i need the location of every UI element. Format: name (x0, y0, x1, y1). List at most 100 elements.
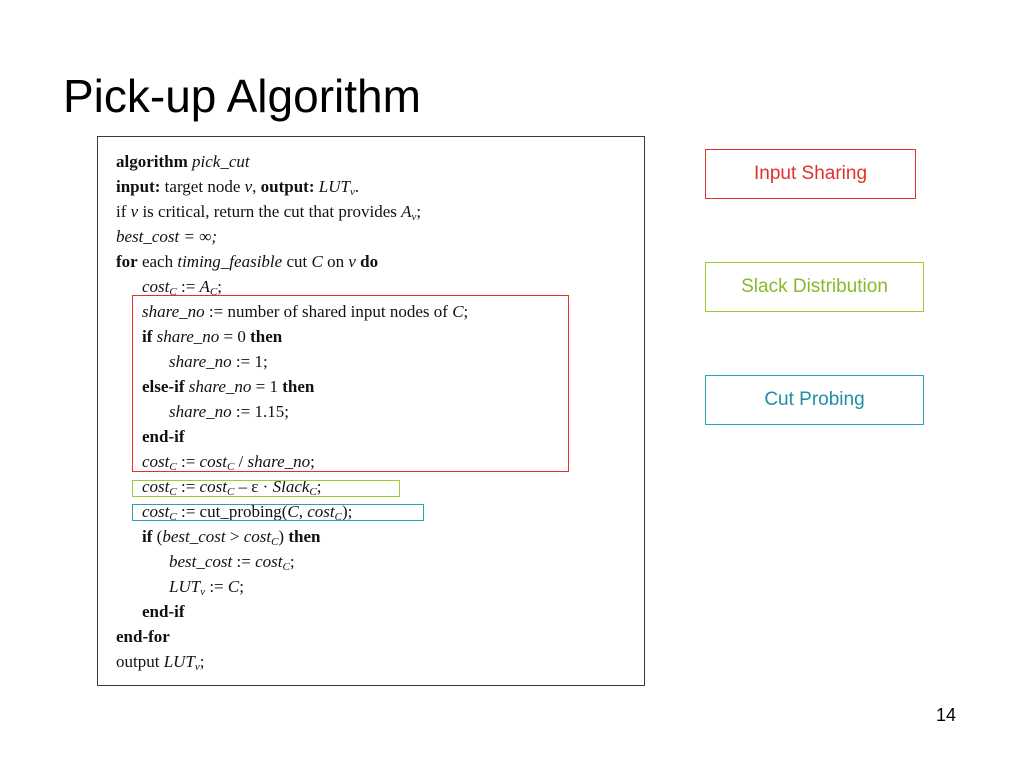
subscript: C (169, 486, 177, 498)
var: cost (307, 502, 335, 521)
text: := (209, 577, 224, 596)
text: = 1 (255, 377, 278, 396)
text: > (229, 527, 240, 546)
text: := (180, 277, 196, 296)
keyword: do (360, 252, 379, 271)
text: ; (316, 477, 322, 496)
var: A (199, 277, 210, 296)
keyword: input: (116, 177, 161, 196)
var: cost (142, 502, 170, 521)
text: = 0 (223, 327, 246, 346)
text: if (116, 202, 127, 221)
var: cost (255, 552, 283, 571)
var: best_cost (162, 527, 226, 546)
algo-line-20: end-for (116, 627, 170, 646)
text: . (354, 177, 360, 196)
text: := cut_probing( (180, 502, 288, 521)
algo-line-19: end-if (142, 602, 185, 621)
keyword: then (250, 327, 283, 346)
subscript: C (169, 511, 177, 523)
var: C (311, 252, 323, 271)
var: C (227, 577, 240, 596)
text: := (180, 452, 196, 471)
text: := 1.15; (235, 402, 289, 421)
subscript: C (169, 461, 177, 473)
var: share_no (169, 402, 232, 421)
algo-line-1: algorithm pick_cut (116, 149, 468, 174)
var: timing_feasible (177, 252, 283, 271)
subscript: v (200, 586, 206, 598)
algo-line-8: if share_no = 0 then (116, 324, 468, 349)
text: ); (341, 502, 353, 521)
text: cut (286, 252, 308, 271)
subscript: C (226, 461, 235, 473)
keyword: else-if (142, 377, 185, 396)
text: := 1; (235, 352, 268, 371)
algo-line-14: costC := costC – ε · SlackC; (116, 474, 468, 499)
text: each (141, 252, 174, 271)
var: C (452, 302, 464, 321)
var: best_cost (169, 552, 233, 571)
var: v (244, 177, 253, 196)
text: , (298, 502, 303, 521)
var: share_no (247, 452, 311, 471)
algo-line-6: costC := AC; (116, 274, 468, 299)
text: ; (310, 452, 315, 471)
text: on (327, 252, 345, 271)
subscript: C (309, 486, 317, 498)
algo-line-4: best_cost = ∞; (116, 227, 218, 246)
algo-line-13: costC := costC / share_no; (116, 449, 468, 474)
var: share_no (188, 377, 252, 396)
page-number: 14 (936, 705, 957, 725)
subscript: C (271, 536, 279, 548)
text: / (238, 452, 244, 471)
var: v (130, 202, 139, 221)
var: cost (142, 277, 170, 296)
clipped-text-fragment (218, 680, 518, 684)
algo-line-9: share_no := 1; (116, 349, 468, 374)
algo-line-21: output LUTv; (116, 649, 468, 674)
var: cost (199, 477, 227, 496)
algo-line-17: best_cost := costC; (116, 549, 468, 574)
algo-line-16: if (best_cost > costC) then (116, 524, 468, 549)
text: output (116, 652, 160, 671)
algo-line-3: if v is critical, return the cut that pr… (116, 199, 468, 224)
text: target node (164, 177, 241, 196)
algo-line-11: share_no := 1.15; (116, 399, 468, 424)
var: cost (199, 452, 227, 471)
var: cost (243, 527, 272, 546)
algo-name: pick_cut (192, 152, 250, 171)
algo-line-2: input: target node v, output: LUTv. (116, 174, 468, 199)
var: v (348, 252, 356, 271)
text: ; (239, 577, 244, 596)
text: := (236, 552, 251, 571)
keyword: if (142, 327, 153, 346)
text: ; (289, 552, 295, 571)
keyword: for (116, 252, 138, 271)
algo-line-5: for each timing_feasible cut C on v do (116, 249, 468, 274)
var: Slack (272, 477, 310, 496)
var: A (401, 202, 412, 221)
keyword: then (282, 377, 315, 396)
var: share_no (156, 327, 220, 346)
algo-line-15: costC := cut_probing(C, costC); (116, 499, 468, 524)
text: ( (156, 527, 163, 546)
text: ; (217, 277, 223, 296)
text: ; (416, 202, 422, 221)
var: cost (142, 452, 170, 471)
algo-line-7: share_no := number of shared input nodes… (116, 299, 468, 324)
var: cost (142, 477, 170, 496)
algo-line-12: end-if (142, 427, 185, 446)
var: C (287, 502, 299, 521)
text: is critical, return the cut that provide… (142, 202, 397, 221)
keyword: then (288, 527, 321, 546)
algorithm-figure: algorithm pick_cut input: target node v,… (97, 136, 645, 686)
var: LUT (318, 177, 350, 196)
subscript: C (226, 486, 235, 498)
subscript: v (411, 211, 417, 223)
subscript: C (169, 286, 177, 298)
slide-title: Pick-up Algorithm (63, 70, 421, 122)
var: LUT (169, 577, 201, 596)
var: share_no (142, 302, 205, 321)
cut-probing-label: Cut Probing (705, 375, 924, 425)
